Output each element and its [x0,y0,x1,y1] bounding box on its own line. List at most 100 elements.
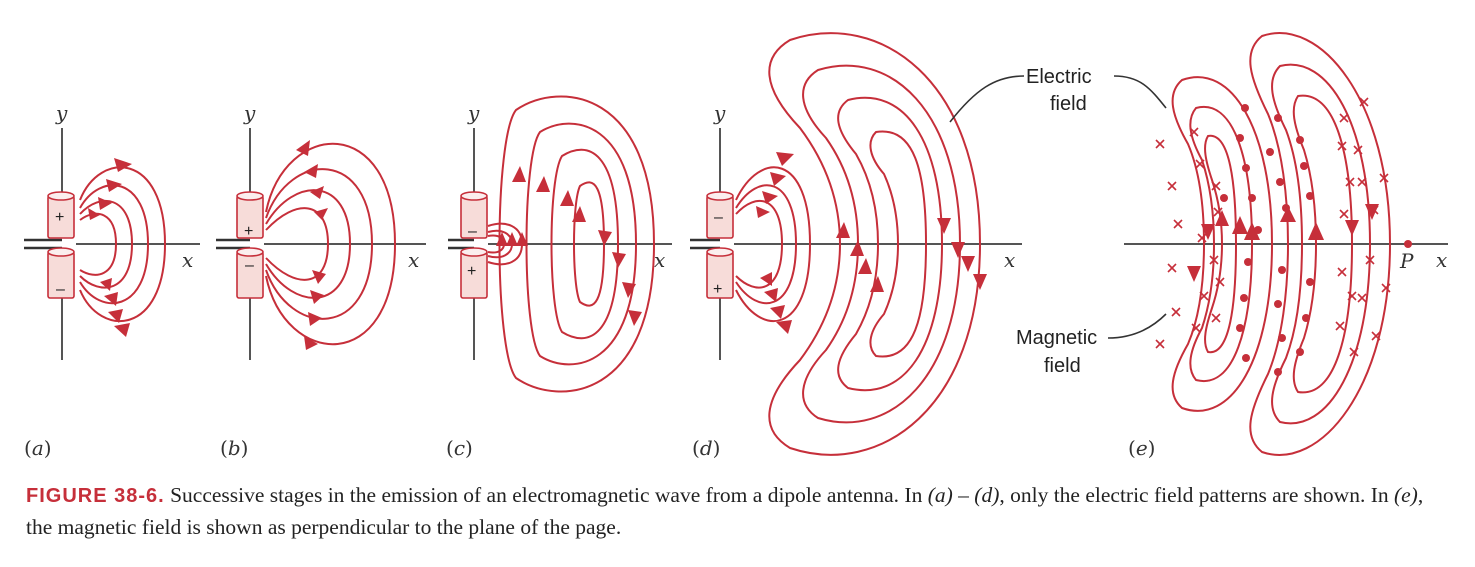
panel-c-lower-rod-cap [460,247,488,257]
caption-ref-e: (e) [1393,483,1418,507]
magnetic-dot [1274,300,1282,308]
panel-a-x-label: x [182,248,193,272]
panel-e-left-loop-1 [1171,76,1274,412]
panel-d-near-arrowhead-2 [770,172,786,186]
magnetic-dot [1236,324,1244,332]
panel-d-near-loop-3 [735,199,784,289]
magnetic-dot [1300,162,1308,170]
magnetic-cross [1155,139,1165,149]
panel-a-arrowhead-4 [88,208,100,220]
panel-a-arrowhead-2 [106,179,122,192]
panel-a-arrowhead-6 [104,292,118,306]
magnetic-cross [1365,255,1375,265]
panel-a-bottom-sign: – [56,281,65,298]
magnetic-dot [1296,348,1304,356]
magnetic-cross [1211,181,1221,191]
panel-d-near-arrowhead-7 [770,305,785,319]
panel-e-label: (e) [1128,436,1155,460]
magnetic-cross [1167,181,1177,191]
magnetic-cross [1369,205,1379,215]
caption-text-3: , the magnetic field is shown as perpend… [26,483,1424,539]
magnetic-cross [1199,291,1209,301]
magnetic-dot [1278,334,1286,342]
magnetic-cross [1209,255,1219,265]
magnetic-dot [1241,104,1249,112]
panel-b-arrowhead-3 [310,186,324,199]
figure-number: FIGURE 38-6. [26,485,165,507]
magnetic-dot [1274,368,1282,376]
panel-d-arrowhead-7 [961,256,975,272]
panel-a-field-loop-2 [79,184,150,305]
magnetic-cross [1171,307,1181,317]
panel-e-arrowhead-3 [1215,210,1229,226]
magnetic-cross [1213,207,1223,217]
panel-e-right-loop-3 [1292,94,1354,394]
panel-b-arrowhead-1 [296,140,310,156]
panel-d-near-arrowhead-5 [760,272,772,286]
point-p-marker [1404,240,1412,248]
panel-e: P x [1124,32,1448,460]
magnetic-dot [1306,192,1314,200]
panel-c-arrowhead-5 [598,230,612,246]
caption-dash: – [952,483,975,507]
panel-d-x-label: x [1004,248,1015,272]
magnetic-dot [1240,294,1248,302]
panel-b-x-label: x [408,248,419,272]
panel-c-bottom-sign: + [467,263,476,280]
panel-c-arrowhead-7 [622,282,636,298]
magnetic-cross [1197,233,1207,243]
electric-field-callout: Electric field [949,66,1167,123]
panel-d-label: (d) [692,436,720,460]
magnetic-field-crosses [1155,97,1391,357]
panel-c-upper-rod-cap [460,191,488,201]
panel-b-field-loop-2 [265,168,374,320]
panel-d-crescent-loop-3 [837,96,944,392]
panel-d-arrowhead-1 [836,222,850,238]
panel-b-arrowhead-6 [310,290,324,304]
panel-d-arrowhead-5 [937,218,951,234]
panel-d-arrowhead-4 [870,276,884,292]
panel-e-right-loop-1 [1249,32,1392,456]
magnetic-dot [1274,114,1282,122]
panel-c-arrowhead-4 [572,206,586,222]
panel-d-near-arrowhead-1 [776,152,794,166]
panel-d-upper-rod-cap [706,191,734,201]
magnetic-dot [1282,204,1290,212]
panel-c-detached-loop-3 [550,148,620,340]
caption-text-1: Successive stages in the emission of an … [164,483,928,507]
panel-d-near-loop-1 [735,166,812,323]
panel-a-arrowhead-5 [100,278,112,291]
panel-e-x-label: x [1436,248,1447,272]
magnetic-cross [1191,323,1201,333]
magnetic-cross [1189,127,1199,137]
panel-d-y-label: y [713,101,726,125]
panel-e-right-loop-2 [1271,63,1372,425]
magnetic-dot [1244,258,1252,266]
magnetic-dot [1254,226,1262,234]
magnetic-field-dots [1220,104,1314,376]
panel-b-field-loop-4 [265,207,330,281]
panel-b-lower-rod-cap [236,247,264,257]
panel-e-arrowhead-4 [1232,216,1248,234]
magnetic-cross [1167,263,1177,273]
magnetic-dot [1266,148,1274,156]
panel-d-crescent-loop-4 [869,130,928,358]
panel-b-arrowhead-7 [308,312,322,326]
panel-c-arrowhead-2 [536,176,550,192]
panel-e-arrowhead-1 [1201,224,1215,240]
electric-field-label-line2: field [1050,93,1087,115]
panel-b-top-sign: + [244,223,253,240]
panel-b-arrowhead-4 [314,208,328,220]
panel-a-upper-rod-cap [47,191,75,201]
panel-d-arrowhead-2 [850,240,864,256]
magnetic-cross [1371,331,1381,341]
panel-d-near-loop-2 [735,184,798,305]
panel-a-arrowhead-7 [108,309,123,323]
panel-c-label: (c) [446,436,473,460]
panel-d-near-arrowhead-6 [764,288,778,302]
panel-b-arrowhead-8 [304,336,318,350]
magnetic-cross [1337,267,1347,277]
panel-c-arrowhead-6 [612,252,626,268]
panel-a-y-label: y [55,101,68,125]
magnetic-cross [1173,219,1183,229]
